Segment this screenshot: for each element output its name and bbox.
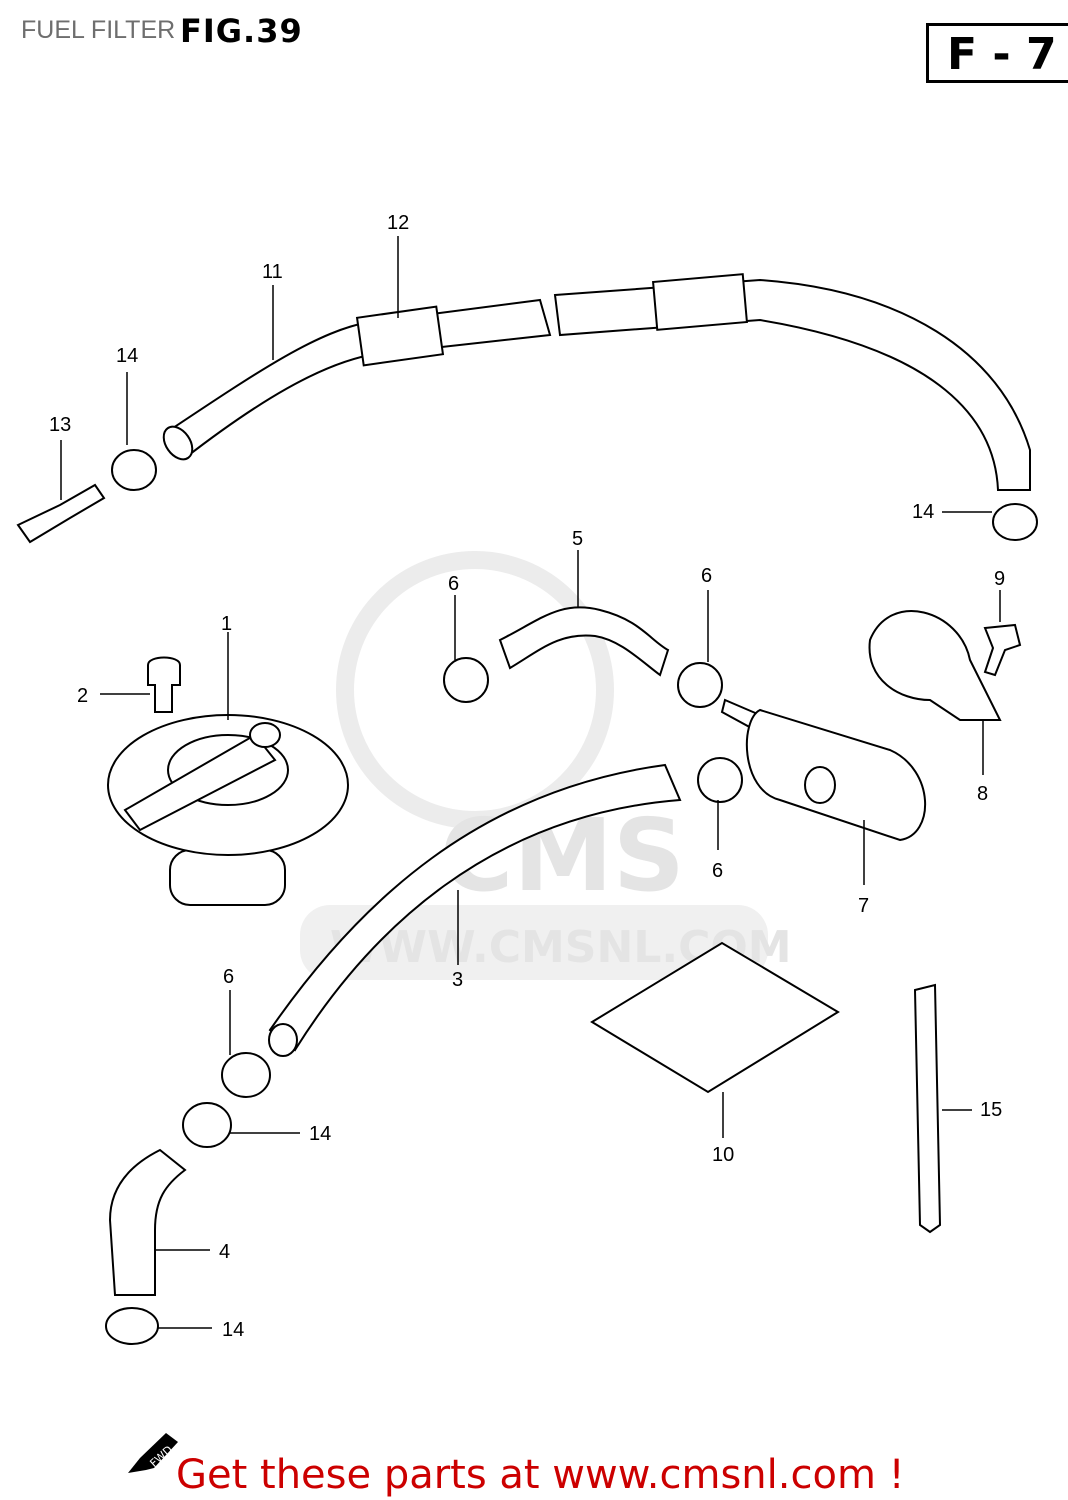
part-1-fuel-cock[interactable] [107, 714, 349, 906]
callout-5: 5 [572, 528, 583, 550]
callout-13: 13 [49, 414, 71, 436]
part-14-clamp[interactable] [992, 503, 1038, 541]
callout-15: 15 [980, 1099, 1002, 1121]
part-13-joint[interactable] [16, 483, 106, 544]
part-4-elbow[interactable] [108, 1148, 187, 1296]
part-6-clamp[interactable] [443, 657, 489, 703]
callout-14: 14 [309, 1123, 331, 1145]
diagram-title: FUEL FILTER [21, 16, 176, 44]
forward-arrow-icon: FWD [128, 1433, 178, 1473]
callout-12: 12 [387, 212, 409, 234]
part-6-clamp[interactable] [221, 1052, 271, 1098]
callout-8: 8 [977, 783, 988, 805]
part-15-band[interactable] [913, 983, 942, 1234]
callout-14: 14 [222, 1319, 244, 1341]
part-9-bolt[interactable] [983, 623, 1022, 677]
callout-4: 4 [219, 1241, 230, 1263]
callout-14: 14 [912, 501, 934, 523]
part-10-cushion[interactable] [590, 941, 840, 1094]
part-12-protector[interactable] [355, 273, 749, 367]
callout-11: 11 [262, 261, 283, 283]
callout-7: 7 [858, 895, 869, 917]
part-6-clamp[interactable] [697, 757, 743, 803]
part-7-fuel-filter[interactable] [720, 698, 927, 842]
figure-number: FIG.39 [180, 12, 303, 50]
callout-labels: 1 2 3 4 5 6 6 6 6 7 8 9 10 11 12 13 14 1… [49, 212, 1005, 1341]
part-6-clamp[interactable] [677, 662, 723, 708]
callout-6: 6 [223, 966, 234, 988]
callout-2: 2 [77, 685, 88, 707]
part-14-clamp[interactable] [105, 1307, 159, 1345]
part-11-fuel-hose[interactable] [158, 278, 1031, 491]
part-14-clamp[interactable] [182, 1102, 232, 1148]
callout-6: 6 [448, 573, 459, 595]
callout-6: 6 [701, 565, 712, 587]
footer-link[interactable]: Get these parts at www.cmsnl.com ! [176, 1452, 905, 1498]
part-2-bolt[interactable] [147, 656, 181, 713]
part-14-clamp[interactable] [111, 449, 157, 491]
callout-3: 3 [452, 969, 463, 991]
callout-6: 6 [712, 860, 723, 882]
part-3-fuel-hose[interactable] [268, 763, 682, 1052]
section-code-box: F - 7 [926, 23, 1068, 83]
callout-1: 1 [221, 613, 232, 635]
callout-9: 9 [994, 568, 1005, 590]
callout-14: 14 [116, 345, 138, 367]
callout-10: 10 [712, 1144, 734, 1166]
part-5-hose[interactable] [498, 606, 670, 677]
part-8-holder[interactable] [868, 610, 1002, 721]
